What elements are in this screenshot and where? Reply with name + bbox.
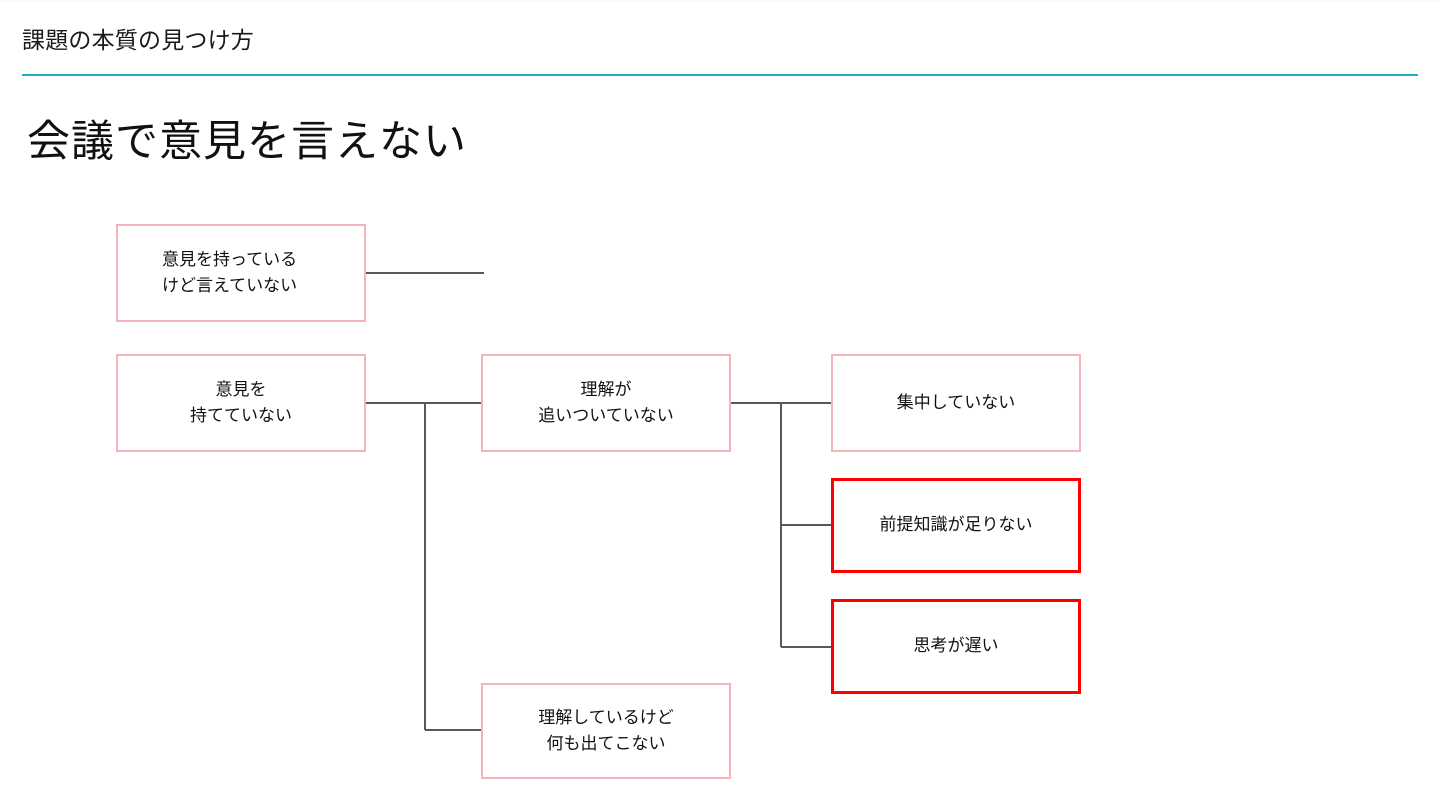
node-slow-thinking[interactable]: 思考が遅い — [831, 599, 1081, 694]
node-not-concentrating[interactable]: 集中していない — [831, 354, 1081, 452]
node-lacks-prerequisite-knowledge[interactable]: 前提知識が足りない — [831, 478, 1081, 573]
header-divider — [22, 74, 1418, 76]
node-understands-but-nothing-comes-up[interactable]: 理解しているけど 何も出てこない — [481, 683, 731, 779]
node-understanding-not-keeping-up[interactable]: 理解が 追いついていない — [481, 354, 731, 452]
node-has-no-opinion[interactable]: 意見を 持てていない — [116, 354, 366, 452]
slide-heading: 会議で意見を言えない — [27, 118, 467, 166]
page-title: 課題の本質の見つけ方 — [22, 27, 254, 53]
node-has-opinion-but-cannot-say[interactable]: 意見を持っている けど言えていない — [116, 224, 366, 322]
